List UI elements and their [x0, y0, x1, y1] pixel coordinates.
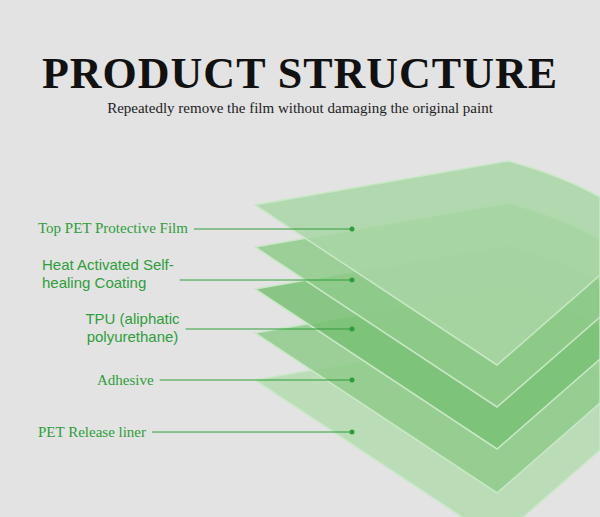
leader-line	[194, 229, 352, 230]
leader-dot	[350, 278, 355, 283]
leader-line	[160, 380, 352, 381]
layer-label: Heat Activated Self-healing Coating	[42, 256, 207, 292]
leader-dot	[350, 227, 355, 232]
layer-label: PET Release liner	[38, 423, 146, 441]
layer-label: Adhesive	[97, 371, 154, 389]
leader-line	[186, 329, 352, 330]
leader-line	[152, 432, 352, 433]
leader-line	[180, 280, 352, 281]
leader-dot	[350, 327, 355, 332]
subtitle: Repeatedly remove the film without damag…	[0, 100, 600, 117]
layer-label: Top PET Protective Film	[38, 219, 188, 237]
leader-dot	[350, 430, 355, 435]
title: PRODUCT STRUCTURE	[0, 48, 600, 99]
layer-label: TPU (aliphatic polyurethane)	[40, 310, 225, 346]
film-layer	[255, 161, 600, 365]
leader-dot	[350, 378, 355, 383]
